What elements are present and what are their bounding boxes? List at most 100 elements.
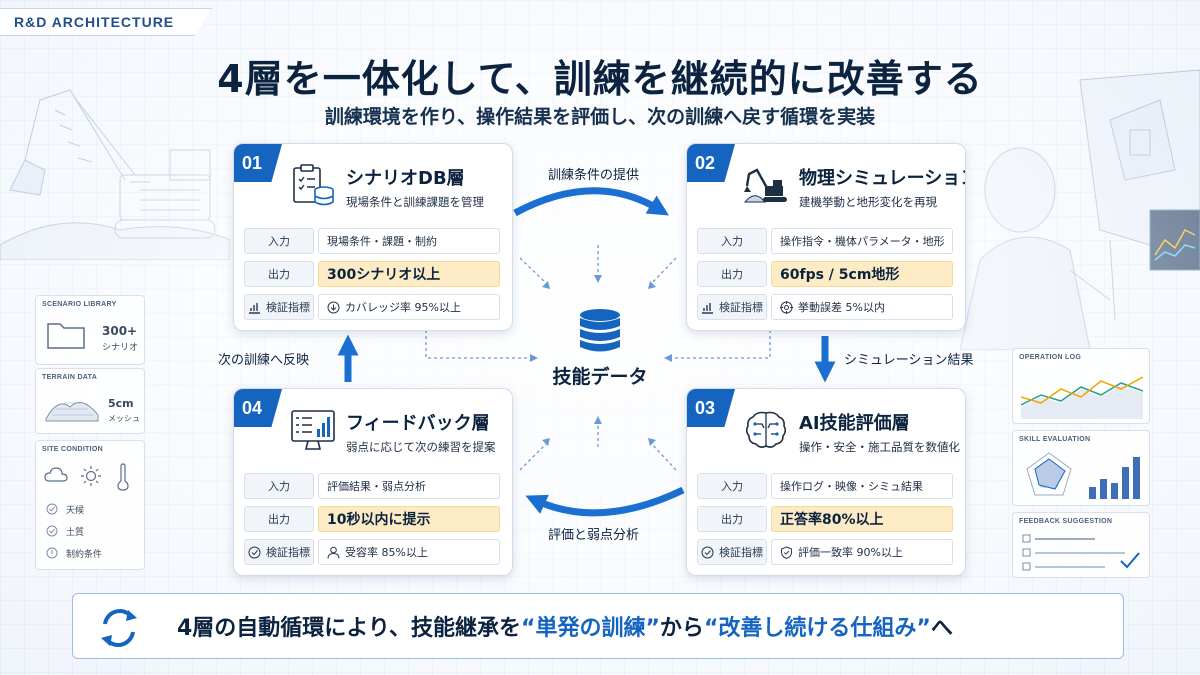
metric-row: 検証指標 カバレッジ率 95%以上: [244, 294, 500, 320]
monitor-chart-icon: [291, 410, 335, 450]
layer-title: AI技能評価層: [799, 413, 910, 434]
input-label: 入力: [697, 473, 767, 499]
skill-evaluation-panel: SKILL EVALUATION: [1012, 430, 1150, 506]
input-value: 現場条件・課題・制約: [318, 228, 500, 254]
input-label: 入力: [244, 228, 314, 254]
metric-row: 検証指標 挙動誤差 5%以内: [697, 294, 953, 320]
site-condition-title: SITE CONDITION: [42, 446, 103, 453]
metric-value-box: カバレッジ率 95%以上: [318, 294, 500, 320]
flow-label-bottom: 評価と弱点分析: [548, 528, 640, 543]
check-circle-icon: [701, 546, 714, 558]
conclusion-text: 4層の自動循環により、技能継承を“単発の訓練”から“改善し続ける仕組み”へ: [177, 610, 953, 642]
metric-label-box: 検証指標: [244, 539, 314, 565]
layer-title: シナリオDB層: [346, 168, 465, 189]
skill-evaluation-title: SKILL EVALUATION: [1019, 436, 1091, 443]
page-title: 4層を一体化して、訓練を継続的に改善する: [217, 57, 983, 101]
user-icon: [327, 546, 340, 559]
operation-log-panel: OPERATION LOG: [1012, 348, 1150, 424]
layer-number-badge: 03: [687, 389, 735, 427]
cloud-icon: [44, 467, 68, 482]
feedback-suggestion-panel: FEEDBACK SUGGESTION: [1012, 512, 1150, 578]
input-row: 入力 操作指令・機体パラメータ・地形: [697, 228, 953, 254]
scenario-library-panel: SCENARIO LIBRARY 300+ シナリオ: [35, 295, 145, 365]
output-label: 出力: [697, 261, 767, 287]
sun-icon: [81, 466, 101, 486]
layer-card-physics-sim: 02 物理シミュレーション層 建機挙動と地形変化を再現 入力 操作指令・機体パラ…: [686, 143, 966, 331]
section-tag: R&D ARCHITECTURE: [0, 8, 212, 36]
metric-value: 挙動誤差 5%以内: [798, 301, 885, 314]
bar-chart-icon: [249, 302, 260, 314]
input-value: 評価結果・弱点分析: [318, 473, 500, 499]
metric-value-box: 挙動誤差 5%以内: [771, 294, 953, 320]
input-row: 入力 操作ログ・映像・シミュ結果: [697, 473, 953, 499]
brain-circuit-icon: [745, 411, 787, 448]
site-condition-panel: SITE CONDITION 天候 土質 制約条件: [35, 440, 145, 570]
operation-log-chart: [1021, 376, 1143, 419]
layer-card-feedback: 04 フィードバック層 弱点に応じて次の練習を提案 入力 評価結果・弱点分析 出…: [233, 388, 513, 576]
shield-check-icon: [781, 545, 792, 559]
terrain-value: 5cm: [108, 397, 134, 410]
metric-value-box: 評価一致率 90%以上: [771, 539, 953, 565]
terrain-unit: メッシュ: [108, 414, 140, 423]
refresh-cycle-icon: [101, 609, 137, 647]
metric-value: カバレッジ率 95%以上: [345, 301, 461, 314]
database-icon: [580, 309, 620, 352]
conclusion-part2: から: [659, 616, 704, 641]
input-value: 操作ログ・映像・シミュ結果: [771, 473, 953, 499]
warning-circle-icon: [46, 547, 58, 559]
download-circle-icon: [327, 301, 340, 313]
layer-title: フィードバック層: [346, 413, 490, 434]
conclusion-emphasis-1: “単発の訓練”: [521, 616, 660, 641]
site-item-soil: 土質: [66, 528, 85, 538]
metric-value: 評価一致率 90%以上: [798, 546, 903, 559]
bar-chart-icon: [702, 302, 713, 314]
site-item-constraints: 制約条件: [66, 550, 103, 560]
metric-label-box: 検証指標: [697, 539, 767, 565]
site-item-weather: 天候: [66, 506, 85, 516]
metric-label: 検証指標: [266, 546, 310, 559]
input-label: 入力: [244, 473, 314, 499]
terrain-data-title: TERRAIN DATA: [42, 374, 98, 381]
check-circle-icon: [46, 525, 58, 537]
metric-label: 検証指標: [266, 301, 310, 314]
center-label: 技能データ: [552, 366, 648, 388]
clipboard-database-icon: [293, 164, 334, 206]
layer-card-scenario-db: 01 シナリオDB層 現場条件と訓練課題を管理 入力 現場条件・課題・制約 出力…: [233, 143, 513, 331]
conclusion-part1: 4層の自動循環により、技能継承を: [177, 616, 521, 641]
metric-label-box: 検証指標: [244, 294, 314, 320]
layer-description: 現場条件と訓練課題を管理: [346, 195, 484, 209]
output-value: 60fps / 5cm地形: [771, 261, 953, 287]
thermometer-icon: [117, 463, 129, 491]
layer-card-ai-evaluation: 03 AI技能評価層 操作・安全・施工品質を数値化 入力 操作ログ・映像・シミュ…: [686, 388, 966, 576]
layer-number-badge: 04: [234, 389, 282, 427]
output-row: 出力 正答率80%以上: [697, 506, 953, 532]
folder-icon: [47, 323, 85, 349]
bar-chart-icon: [1089, 457, 1140, 499]
operation-log-title: OPERATION LOG: [1019, 354, 1082, 361]
output-value: 10秒以内に提示: [318, 506, 500, 532]
output-row: 出力 60fps / 5cm地形: [697, 261, 953, 287]
check-circle-icon: [46, 503, 58, 515]
metric-value-box: 受容率 85%以上: [318, 539, 500, 565]
layer-description: 操作・安全・施工品質を数値化: [799, 440, 960, 454]
radar-chart-icon: [1026, 452, 1072, 496]
excavator-icon: [743, 168, 787, 203]
output-row: 出力 10秒以内に提示: [244, 506, 500, 532]
output-label: 出力: [244, 506, 314, 532]
metric-row: 検証指標 受容率 85%以上: [244, 539, 500, 565]
output-row: 出力 300シナリオ以上: [244, 261, 500, 287]
feedback-suggestion-title: FEEDBACK SUGGESTION: [1019, 518, 1113, 525]
metric-label-box: 検証指標: [697, 294, 767, 320]
conclusion-banner: 4層の自動循環により、技能継承を“単発の訓練”から“改善し続ける仕組み”へ: [72, 593, 1124, 659]
page-subtitle: 訓練環境を作り、操作結果を評価し、次の訓練へ戻す循環を実装: [324, 106, 876, 128]
terrain-mesh-icon: [45, 402, 99, 422]
output-value: 正答率80%以上: [771, 506, 953, 532]
checklist-icon: [1022, 534, 1140, 571]
flow-label-right: シミュレーション結果: [844, 353, 974, 368]
metric-label: 検証指標: [719, 301, 763, 314]
input-row: 入力 評価結果・弱点分析: [244, 473, 500, 499]
metric-row: 検証指標 評価一致率 90%以上: [697, 539, 953, 565]
conclusion-part3: へ: [930, 616, 953, 641]
layer-description: 建機挙動と地形変化を再現: [799, 195, 937, 209]
